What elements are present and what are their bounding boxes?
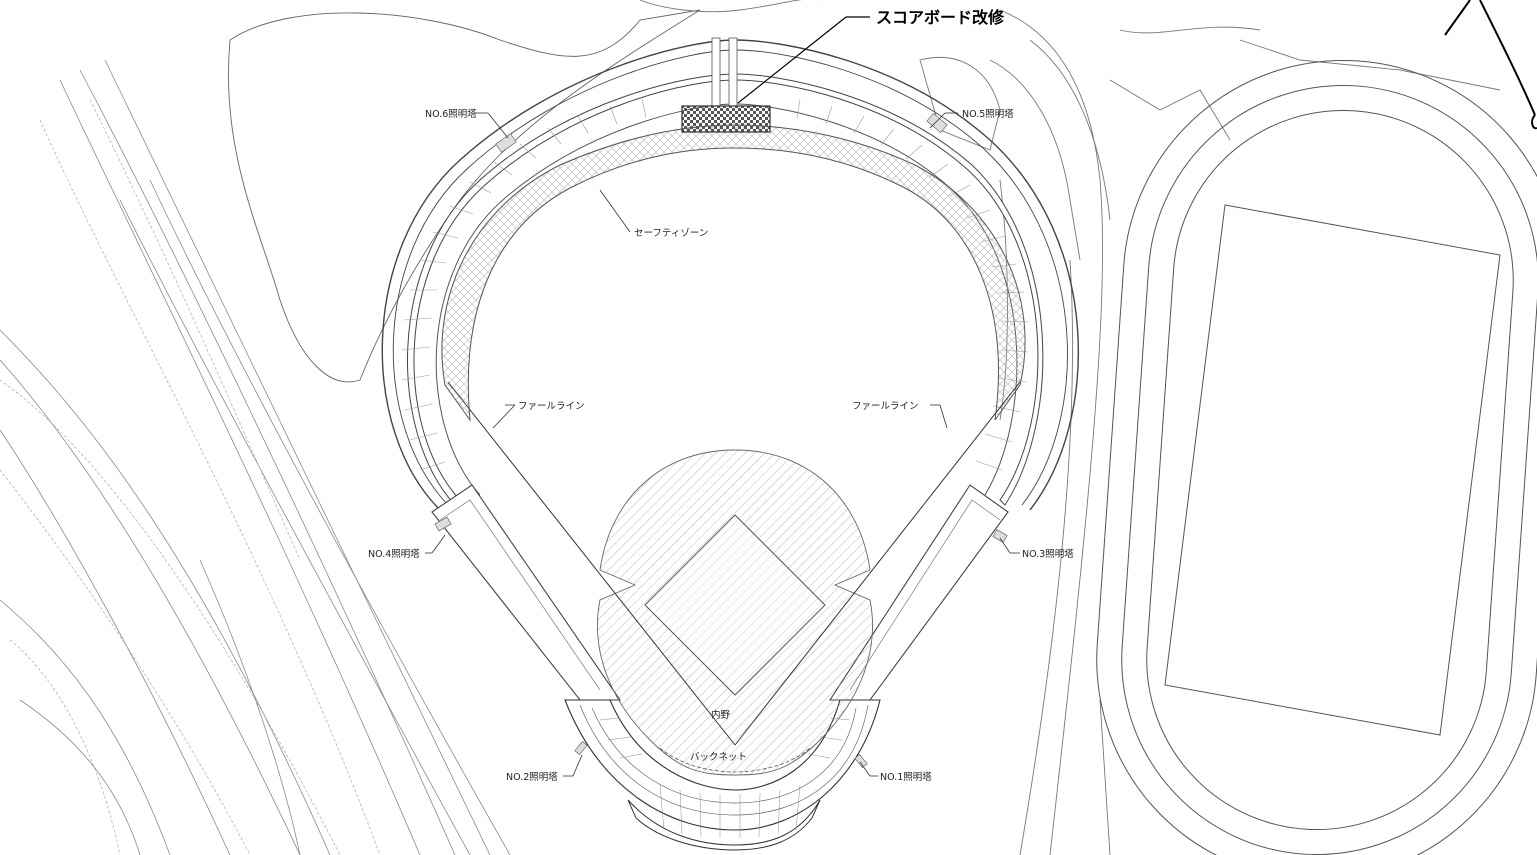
light-tower-3-label: NO.3照明塔 [1022, 548, 1074, 560]
road-lines-right [919, 9, 1501, 855]
road-lines-left [0, 59, 511, 855]
foul-lines [447, 381, 1021, 746]
light-tower-2-label: NO.2照明塔 [506, 771, 558, 783]
backstop-arc [659, 747, 811, 773]
infield-label: 内野 [711, 709, 731, 721]
backstop-label: バックネット [690, 752, 747, 763]
safety-zone-label: セーフティゾーン [634, 228, 708, 239]
north-arrow [1444, 0, 1537, 130]
annotation-leaders [425, 16, 1020, 777]
scoreboard-renovation-label: スコアボード改修 [876, 8, 1005, 27]
athletics-track [1096, 59, 1537, 855]
terrain-contours-left [0, 99, 381, 855]
left-field-stand [431, 484, 622, 701]
foul-line-left-label: ファールライン [518, 401, 585, 412]
light-tower-1-label: NO.1照明塔 [880, 771, 932, 783]
driveway-north [639, 0, 820, 13]
infield-diamond [644, 514, 826, 696]
outfield-stands [407, 73, 1044, 506]
light-tower-5-label: NO.5照明塔 [962, 108, 1014, 120]
foul-line-right-label: ファールライン [852, 401, 919, 412]
light-tower-4-label: NO.4照明塔 [368, 548, 420, 560]
parking-area-northwest [227, 9, 701, 383]
scoreboard [681, 37, 771, 133]
home-plate-stands [564, 699, 881, 851]
safety-zone-band [441, 124, 1026, 422]
outfield-seat-lines [401, 98, 1029, 471]
light-tower-pads [434, 112, 1008, 768]
infield-dirt [597, 449, 873, 776]
light-tower-6-label: NO.6照明塔 [425, 108, 477, 120]
